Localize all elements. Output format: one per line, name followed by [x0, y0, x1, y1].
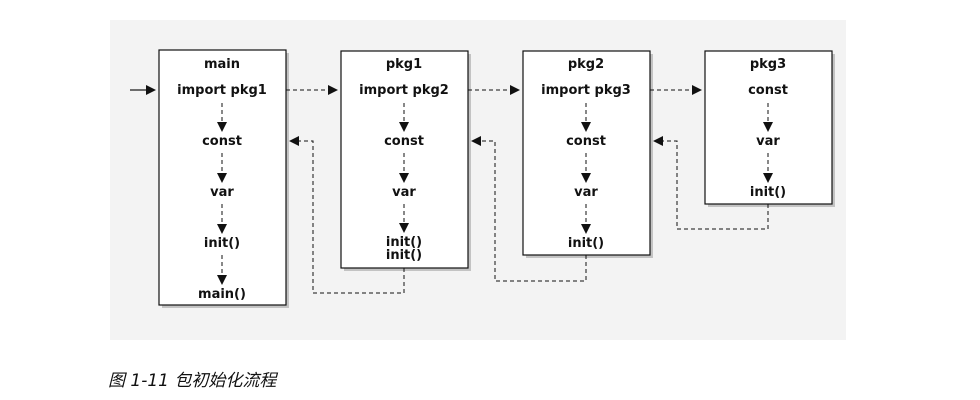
- pkg3-return-arrow-head: [653, 136, 663, 146]
- pkg1-arrow-3-head: [399, 223, 409, 233]
- pkg2-arrow-2-head: [581, 173, 591, 183]
- main-step-const: const: [202, 134, 242, 149]
- pkg1-step-import: import pkg2: [359, 83, 449, 98]
- main-arrow-1-head: [217, 122, 227, 132]
- pkg1-step-init-2: init(): [386, 248, 422, 263]
- pkg1-to-pkg2-arrow-head: [510, 85, 520, 95]
- pkg2-step-import: import pkg3: [541, 83, 631, 98]
- pkg2-return-arrow-head: [471, 136, 481, 146]
- figure-caption: 图 1-11 包初始化流程: [108, 371, 277, 391]
- main-to-pkg1-arrow-head: [328, 85, 338, 95]
- pkg2-return-arrow-line: [481, 140, 587, 282]
- main-step-import: import pkg1: [177, 83, 267, 98]
- main-arrow-3-head: [217, 224, 227, 234]
- pkg2-arrow-3-head: [581, 224, 591, 234]
- main-step-init: init(): [204, 236, 240, 251]
- pkg1-arrow-1-head: [399, 122, 409, 132]
- pkg3-return-arrow-line: [663, 140, 769, 230]
- pkg3-step-init: init(): [750, 185, 786, 200]
- pkg2-step-const: const: [566, 134, 606, 149]
- pkg3-box-title: pkg3: [750, 57, 786, 72]
- pkg1-return-arrow-line: [299, 140, 405, 294]
- pkg2-to-pkg3-arrow-head: [692, 85, 702, 95]
- main-step-main: main(): [198, 287, 246, 302]
- pkg1-arrow-2-head: [399, 173, 409, 183]
- main-arrow-2-head: [217, 173, 227, 183]
- entry-arrow-head: [146, 85, 156, 95]
- pkg2-box-title: pkg2: [568, 57, 604, 72]
- pkg2-step-var: var: [574, 185, 598, 200]
- pkg1-step-const: const: [384, 134, 424, 149]
- pkg3-step-var: var: [756, 134, 780, 149]
- pkg2-arrow-1-head: [581, 122, 591, 132]
- pkg2-step-init: init(): [568, 236, 604, 251]
- pkg3-arrow-1-head: [763, 122, 773, 132]
- main-arrow-4-head: [217, 275, 227, 285]
- pkg1-box-title: pkg1: [386, 57, 422, 72]
- pkg1-step-var: var: [392, 185, 416, 200]
- main-step-var: var: [210, 185, 234, 200]
- main-box-title: main: [204, 57, 240, 72]
- pkg1-step-init-1: init(): [386, 235, 422, 250]
- pkg3-arrow-2-head: [763, 173, 773, 183]
- pkg3-step-const: const: [748, 83, 788, 98]
- pkg1-return-arrow-head: [289, 136, 299, 146]
